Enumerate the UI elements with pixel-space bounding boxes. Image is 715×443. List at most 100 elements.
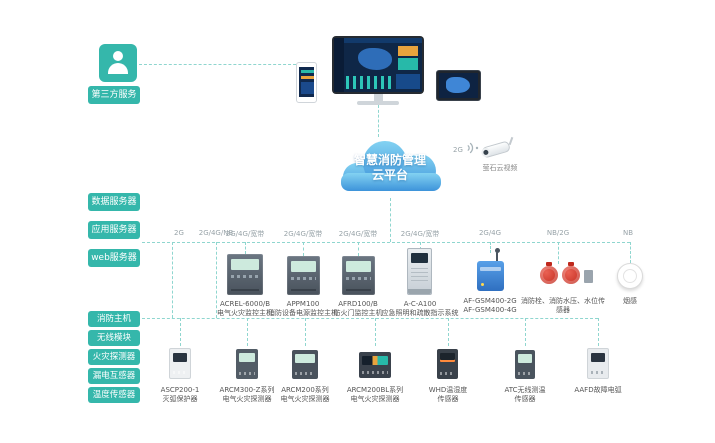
desktop-monitor	[332, 36, 424, 94]
device-desc: 电气火灾探测器	[222, 395, 272, 404]
device-name: 烟感	[623, 297, 637, 305]
dashboard-sidebar	[334, 38, 344, 92]
camera-mount	[508, 136, 514, 146]
device-desc: AF-GSM400-4G	[463, 306, 517, 315]
device-name: WHD温湿度	[428, 386, 468, 394]
connector-drop	[180, 318, 181, 346]
smoke-detector-ring	[623, 269, 637, 283]
device-name: A-C-A100	[403, 300, 437, 308]
camera-body	[480, 140, 511, 159]
tablet-screen	[439, 73, 478, 98]
monitor-stand	[374, 94, 383, 101]
device-terminals	[362, 371, 388, 374]
device-name: ARCM300-Z系列	[219, 386, 275, 394]
connector-drop	[630, 242, 631, 263]
device-screen	[518, 354, 532, 363]
device-arcm200bl	[359, 352, 391, 378]
device-screen	[362, 356, 388, 365]
device-name: 消防栓、消防水压、水位传感器	[521, 297, 605, 315]
connector-bus-left-drop	[172, 242, 173, 318]
dashboard-header	[344, 38, 422, 43]
device-name: ATC无线测温	[504, 386, 546, 394]
device-label: 消防栓、消防水压、水位传感器	[519, 297, 607, 316]
connector-drop	[598, 318, 599, 346]
network-label: 2G/4G/宽带	[283, 230, 323, 238]
connector-drop	[448, 318, 449, 346]
sidebar-item-wireless-module: 无线模块	[88, 330, 140, 346]
network-label: 2G/4G/宽带	[225, 230, 265, 238]
device-acrel-6000-host	[227, 254, 263, 295]
main-bus-line	[142, 242, 630, 243]
device-ascp200	[169, 348, 191, 379]
sidebar-item-web-server: web服务器	[88, 249, 140, 267]
device-label: 烟感	[623, 297, 637, 306]
sidebar-item-leakage-transformer: 漏电互感器	[88, 368, 140, 384]
network-label: 2G/4G/宽带	[400, 230, 440, 238]
device-name: AFRD100/B	[338, 300, 378, 308]
device-whd	[437, 349, 458, 379]
device-buttons	[291, 277, 316, 280]
third-party-person-icon	[99, 44, 137, 82]
sidebar-item-fire-detector: 火灾探测器	[88, 349, 140, 365]
device-terminals	[173, 371, 187, 374]
mobile-phone	[296, 62, 317, 103]
device-screen	[291, 261, 316, 272]
tablet	[436, 70, 481, 101]
device-label: ASCP200-1 灭弧保护器	[161, 386, 200, 405]
sensor-cap	[568, 262, 574, 266]
connector-drop	[375, 318, 376, 346]
sidebar-item-fire-host: 消防主机	[88, 311, 140, 327]
dashboard-bar-chart	[346, 76, 392, 89]
device-label: ARCM200系列 电气火灾探测器	[281, 386, 330, 405]
connector-drop	[490, 242, 491, 253]
device-terminals	[591, 371, 605, 374]
network-label: NB/2G	[546, 229, 570, 237]
device-screen	[173, 353, 187, 362]
device-aca100-console	[407, 248, 432, 295]
device-desc: 传感器	[514, 395, 536, 404]
phone-screen	[299, 67, 314, 97]
device-label: AAFD故障电弧	[574, 386, 621, 395]
device-name: ARCM200BL系列	[346, 386, 404, 394]
sidebar-item-third-party: 第三方服务	[88, 86, 140, 104]
device-label: ARCM200BL系列 电气火灾探测器	[347, 386, 403, 405]
device-arcm200	[292, 350, 318, 379]
device-label: AF-GSM400-2G AF-GSM400-4G	[463, 297, 516, 316]
dashboard-tile	[396, 74, 420, 89]
monitor-base	[357, 101, 399, 105]
device-desc: 电气火灾监控主机	[217, 309, 273, 318]
device-desc: 应急照明和疏散指示系统	[381, 309, 459, 318]
person-body-icon	[108, 63, 128, 74]
device-desc: 传感器	[437, 395, 459, 404]
device-name: AF-GSM400-2G	[463, 297, 517, 305]
device-screen	[440, 353, 455, 362]
phone-screen-tile	[301, 70, 314, 73]
water-level-sensor-icon	[584, 270, 593, 283]
device-label: ATC无线测温 传感器	[505, 386, 546, 405]
device-atc	[515, 350, 535, 379]
network-label: 2G/4G/宽带	[338, 230, 378, 238]
device-terminals	[239, 372, 255, 375]
wifi-signal-icon	[467, 142, 479, 154]
device-name: ARCM200系列	[281, 386, 329, 394]
network-label: 2G/4G	[478, 229, 502, 237]
video-network-label: 2G	[453, 146, 463, 154]
sensor-cap	[546, 262, 552, 266]
connector-drop	[558, 242, 559, 264]
device-screen	[346, 261, 371, 272]
network-label-gateway: 2G/4G/NB	[198, 229, 234, 237]
device-name: ACREL-6000/B	[219, 300, 271, 308]
device-screen	[295, 354, 315, 363]
device-aafd	[587, 348, 609, 379]
gateway-led	[481, 283, 484, 286]
device-screen	[591, 353, 605, 362]
device-desc: 灭弧保护器	[162, 395, 198, 404]
dashboard-tile	[398, 46, 418, 56]
cctv-camera	[478, 136, 518, 162]
camera-lens-icon	[480, 146, 492, 158]
connector-drop	[525, 318, 526, 346]
device-afrd100-host	[342, 256, 375, 295]
device-label: AFRD100/B 防火门监控主机	[334, 300, 383, 319]
device-label: APPM100 消防设备电源监控主机	[268, 300, 338, 319]
